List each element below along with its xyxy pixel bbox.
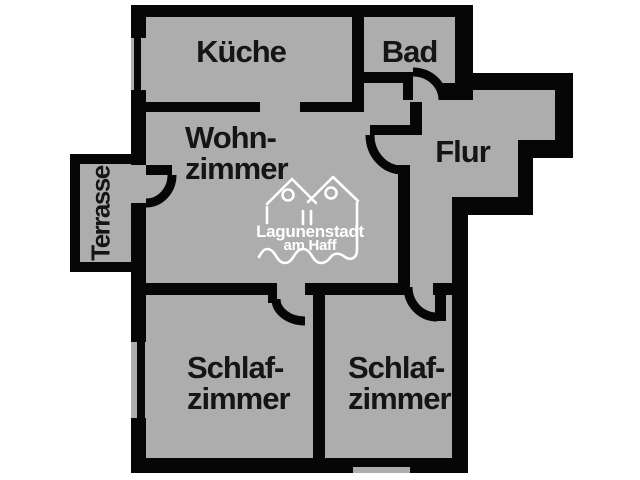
wall-bad-bottom — [364, 72, 403, 83]
logo-wave — [257, 201, 359, 265]
room-label-schlafzimmer-rechts-line2: zimmer — [348, 381, 452, 416]
wall-terrace-left — [70, 154, 80, 272]
door-arc-schlafzimmer-rechts — [403, 286, 438, 322]
wall-kueche-bottom-right — [300, 102, 364, 112]
room-label-schlafzimmer-rechts-line1: Schlaf- — [348, 350, 445, 385]
door-arc-flur-wohnzimmer — [365, 134, 403, 175]
wall-flur-lower — [398, 165, 410, 285]
wall-kueche-bad-divider — [352, 17, 364, 112]
stub-bedroom-left-door — [268, 283, 277, 303]
room-label-wohnzimmer-line2: zimmer — [185, 151, 289, 186]
wall-bedroom-divider — [313, 283, 325, 458]
stub-bedroom-right-door — [435, 295, 446, 321]
walls — [70, 5, 573, 473]
wall-bottom-left — [131, 458, 353, 473]
wall-bedrooms-top-left — [146, 283, 268, 295]
stub-bad-door-right — [443, 83, 473, 100]
room-label-schlafzimmer-rechts: Schlaf- zimmer — [348, 350, 452, 416]
room-label-schlafzimmer-links-line1: Schlaf- — [187, 350, 284, 385]
stub-flur-door — [370, 125, 422, 135]
window-left-upper — [134, 38, 141, 90]
logo-house-left-roof — [265, 177, 318, 206]
watermark-text-line2: am Haff — [283, 237, 337, 254]
wall-bay-top — [467, 73, 573, 90]
room-label-wohnzimmer-line1: Wohn- — [185, 120, 277, 155]
window-left-lower — [137, 342, 145, 418]
apartment-floor — [70, 5, 573, 473]
room-label-kueche: Küche — [196, 34, 287, 69]
wall-top — [131, 5, 473, 17]
wall-left-mid1 — [131, 90, 146, 165]
logo-house-right-window — [324, 186, 338, 200]
window-bottom — [353, 458, 410, 467]
logo-house-left-window — [281, 188, 295, 202]
room-label-schlafzimmer-links: Schlaf- zimmer — [187, 350, 291, 416]
wall-terrace-top — [70, 154, 131, 164]
wall-step-bottom — [452, 197, 533, 215]
room-label-flur: Flur — [435, 134, 491, 169]
wall-right-lower — [452, 215, 468, 473]
room-label-bad: Bad — [381, 34, 439, 69]
wall-bay-right — [555, 73, 573, 158]
wall-bad-right — [455, 5, 473, 83]
wall-left-mid2 — [131, 203, 146, 342]
door-arcs — [145, 67, 448, 326]
stub-bad-door — [403, 72, 413, 100]
watermark-text-line1: Lagunenstadt — [256, 222, 364, 241]
wall-kueche-bottom-left — [146, 102, 260, 112]
wall-bedroom-right-top — [433, 283, 452, 295]
room-label-terrasse: Terrasse — [85, 166, 116, 261]
door-arc-bad — [412, 67, 448, 101]
door-arc-schlafzimmer-links — [271, 298, 306, 326]
room-label-schlafzimmer-links-line2: zimmer — [187, 381, 291, 416]
logo-house-right-roof — [306, 175, 360, 204]
wall-step-vertical — [518, 140, 533, 215]
wall-terrace-bottom — [70, 262, 131, 272]
stub-terrace-door — [146, 165, 172, 175]
windows — [134, 38, 410, 467]
watermark-logo — [257, 175, 360, 265]
room-label-wohnzimmer: Wohn- zimmer — [185, 120, 289, 186]
wall-left-upper — [131, 5, 146, 38]
door-arc-terrace — [145, 174, 177, 208]
wall-bedrooms-top-mid — [305, 283, 410, 295]
